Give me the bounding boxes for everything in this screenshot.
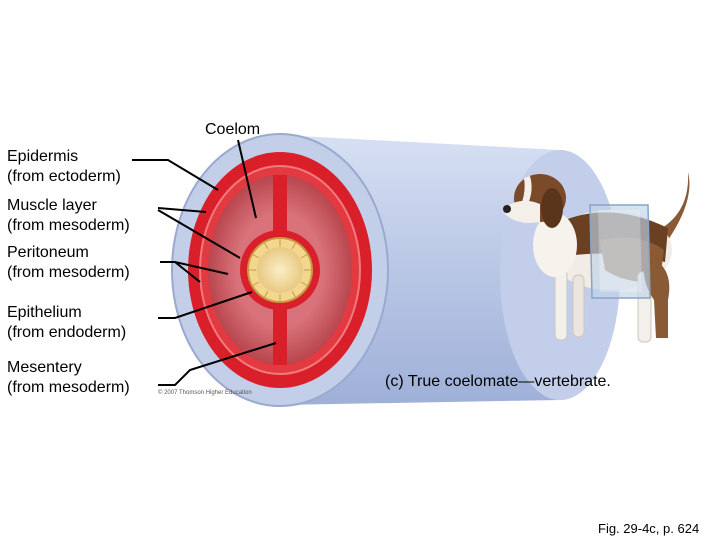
epidermis-leader (132, 159, 219, 191)
epithelium-label-line-2: (from endoderm) (7, 324, 127, 341)
gut-lumen (257, 247, 303, 293)
peritoneum-label-line-1: Peritoneum (7, 244, 89, 261)
dog-ear (541, 188, 563, 228)
dog-blaze (522, 176, 532, 204)
peritoneum-label: Peritoneum (from mesoderm) (7, 243, 130, 283)
mesentery-label: Mesentery (from mesoderm) (7, 358, 130, 398)
muscle-layer-label: Muscle layer (from mesoderm) (7, 196, 130, 236)
coelom-label-text: Coelom (205, 121, 261, 138)
epithelium-label-line-1: Epithelium (7, 304, 82, 321)
dog-front-leg-1 (554, 269, 568, 341)
epithelium-leader (158, 291, 253, 319)
muscle-layer-label-line-1: Muscle layer (7, 197, 97, 214)
section-window (589, 204, 651, 299)
dog-muzzle (505, 200, 540, 223)
leader-lines (132, 139, 277, 386)
epidermis-label-line-2: (from ectoderm) (7, 168, 121, 185)
epidermis-label: Epidermis (from ectoderm) (7, 147, 121, 187)
dog-front-leg-2 (572, 274, 585, 338)
mesentery-top (273, 175, 287, 237)
muscle-layer-label-line-2: (from mesoderm) (7, 217, 130, 234)
dog-chest (533, 213, 577, 277)
muscle-leader (157, 207, 207, 213)
coelom-label: Coelom (205, 120, 260, 140)
mesentery-label-line-1: Mesentery (7, 359, 82, 376)
coelom-leader (237, 139, 257, 219)
copyright-notice: © 2007 Thomson Higher Education (158, 390, 252, 396)
mesentery-bottom (273, 303, 287, 365)
peritoneum-leader-2 (160, 261, 201, 283)
figure-reference: Fig. 29-4c, p. 624 (598, 521, 700, 536)
epithelium-label: Epithelium (from endoderm) (7, 303, 126, 343)
figure-caption: (c) True coelomate—vertebrate. (385, 373, 611, 390)
epidermis-label-line-1: Epidermis (7, 148, 79, 165)
mesentery-label-line-2: (from mesoderm) (7, 379, 130, 396)
dog-nose (503, 205, 511, 213)
dog-tail (662, 172, 690, 240)
gut-epithelium-cells (248, 238, 312, 302)
mesentery-leader (158, 342, 277, 386)
peritoneum-label-line-2: (from mesoderm) (7, 264, 130, 281)
muscle-leader-2 (157, 209, 241, 259)
